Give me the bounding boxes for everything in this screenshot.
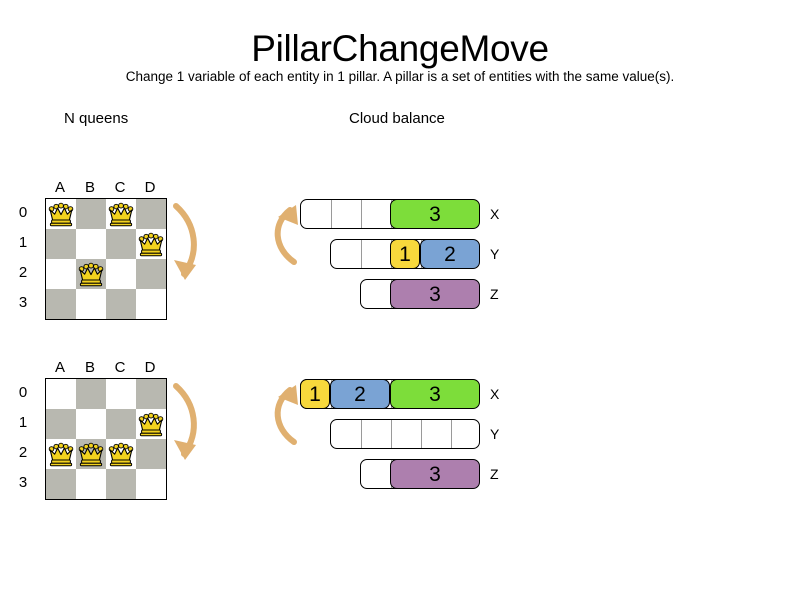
section-header-cloud-balance: Cloud balance: [349, 110, 445, 127]
board-cell-D3[interactable]: [136, 289, 166, 319]
board-cell-D2[interactable]: [136, 259, 166, 289]
curved-arrow-down-icon-nqueens: [173, 203, 197, 280]
queen-icon: [138, 232, 164, 257]
process-block-1-on-X[interactable]: 1: [300, 379, 330, 409]
board-cell-A1[interactable]: [46, 409, 76, 439]
queen-icon: [48, 202, 74, 227]
board-cell-C3[interactable]: [106, 289, 136, 319]
board-cell-B1[interactable]: [76, 409, 106, 439]
queen-icon: [108, 202, 134, 227]
curved-arrow-up-icon-cloud: [274, 205, 298, 265]
queen-piece-C0[interactable]: [106, 199, 136, 229]
column-label-C: C: [114, 359, 126, 376]
process-block-3-on-Z[interactable]: 3: [390, 459, 480, 489]
column-label-A: A: [54, 359, 65, 376]
board-cell-C0[interactable]: [106, 379, 136, 409]
curved-arrow-up-icon-cloud-after: [274, 385, 298, 445]
capacity-gridline: [331, 200, 332, 228]
computer-label-X: X: [490, 386, 500, 402]
computer-label-Y: Y: [490, 426, 500, 442]
queen-piece-C2[interactable]: [106, 439, 136, 469]
page-title: PillarChangeMove: [251, 28, 549, 69]
board-cell-B1[interactable]: [76, 229, 106, 259]
computer-label-Z: Z: [490, 466, 499, 482]
page-subtitle: Change 1 variable of each entity in 1 pi…: [125, 69, 675, 84]
board-cell-A1[interactable]: [46, 229, 76, 259]
board-cell-A3[interactable]: [46, 289, 76, 319]
computer-label-X: X: [490, 206, 500, 222]
curved-arrow-down-icon-nqueens-after: [173, 383, 197, 460]
capacity-gridline: [361, 240, 362, 268]
board-cell-B3[interactable]: [76, 469, 106, 499]
board-grid-before[interactable]: [45, 198, 167, 320]
board-cell-A3[interactable]: [46, 469, 76, 499]
row-label-1: 1: [18, 234, 28, 251]
queen-piece-D1[interactable]: [136, 229, 166, 259]
process-block-2-on-Y[interactable]: 2: [420, 239, 480, 269]
capacity-gridline: [391, 420, 392, 448]
capacity-gridline: [361, 200, 362, 228]
board-cell-C1[interactable]: [106, 229, 136, 259]
process-block-3-on-Z[interactable]: 3: [390, 279, 480, 309]
board-cell-C2[interactable]: [106, 259, 136, 289]
board-cell-B3[interactable]: [76, 289, 106, 319]
column-label-C: C: [114, 179, 126, 196]
board-cell-C3[interactable]: [106, 469, 136, 499]
board-grid-after[interactable]: [45, 378, 167, 500]
section-header-nqueens: N queens: [64, 110, 129, 127]
queen-piece-B2[interactable]: [76, 439, 106, 469]
queen-piece-D1[interactable]: [136, 409, 166, 439]
queen-icon: [108, 442, 134, 467]
column-label-D: D: [144, 359, 156, 376]
queen-icon: [78, 442, 104, 467]
capacity-gridline: [361, 420, 362, 448]
computer-label-Z: Z: [490, 286, 499, 302]
board-cell-B0[interactable]: [76, 199, 106, 229]
process-block-1-on-Y[interactable]: 1: [390, 239, 420, 269]
board-cell-D2[interactable]: [136, 439, 166, 469]
board-cell-A0[interactable]: [46, 379, 76, 409]
process-block-3-on-X[interactable]: 3: [390, 379, 480, 409]
column-label-B: B: [84, 179, 95, 196]
board-cell-C1[interactable]: [106, 409, 136, 439]
row-label-0: 0: [18, 204, 28, 221]
row-label-1: 1: [18, 414, 28, 431]
row-label-3: 3: [18, 474, 28, 491]
queen-icon: [48, 442, 74, 467]
queen-piece-A2[interactable]: [46, 439, 76, 469]
computer-capacity-bar-Y[interactable]: [330, 419, 480, 449]
queen-piece-A0[interactable]: [46, 199, 76, 229]
board-cell-A2[interactable]: [46, 259, 76, 289]
row-label-0: 0: [18, 384, 28, 401]
queen-piece-B2[interactable]: [76, 259, 106, 289]
queen-icon: [138, 412, 164, 437]
column-label-A: A: [54, 179, 65, 196]
capacity-gridline: [451, 420, 452, 448]
computer-label-Y: Y: [490, 246, 500, 262]
column-label-D: D: [144, 179, 156, 196]
board-cell-B0[interactable]: [76, 379, 106, 409]
row-label-3: 3: [18, 294, 28, 311]
queen-icon: [78, 262, 104, 287]
capacity-gridline: [421, 420, 422, 448]
board-cell-D3[interactable]: [136, 469, 166, 499]
row-label-2: 2: [18, 444, 28, 461]
row-label-2: 2: [18, 264, 28, 281]
board-cell-D0[interactable]: [136, 379, 166, 409]
board-cell-D0[interactable]: [136, 199, 166, 229]
process-block-2-on-X[interactable]: 2: [330, 379, 390, 409]
column-label-B: B: [84, 359, 95, 376]
process-block-3-on-X[interactable]: 3: [390, 199, 480, 229]
